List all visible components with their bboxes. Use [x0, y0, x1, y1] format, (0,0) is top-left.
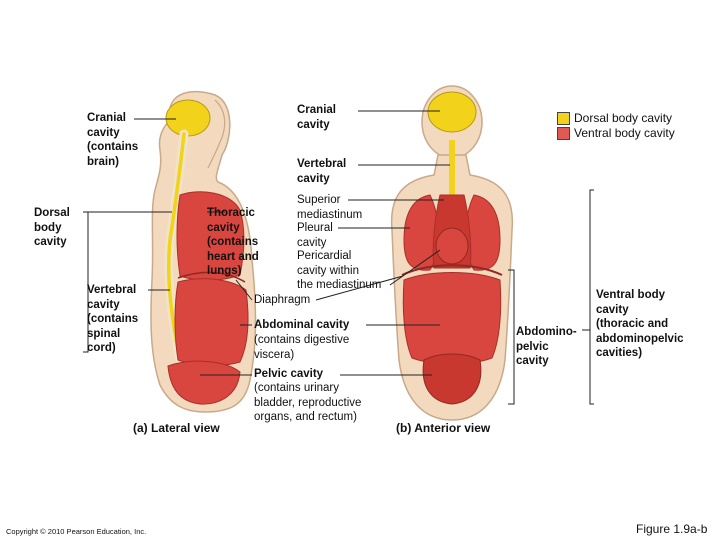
label-pericardial-text: Pericardial cavity within the mediastinu… — [297, 250, 382, 291]
leader-ventral-body — [589, 189, 594, 405]
leader-diaphragm-lat — [235, 279, 253, 301]
label-abdominal-cavity: Abdominal cavity — [254, 318, 349, 333]
copyright-text: Copyright © 2010 Pearson Education, Inc. — [6, 527, 147, 536]
label-abdominal-desc-text: (contains digestive viscera) — [254, 334, 350, 361]
anterior-pelvic-cavity — [422, 353, 482, 405]
label-cranial-anterior-text: Cranial cavity — [297, 104, 336, 131]
legend-swatch-ventral — [557, 126, 570, 140]
label-dorsal-body-cavity: Dorsal body cavity — [34, 206, 70, 250]
caption-lateral-view-text: (a) Lateral view — [133, 421, 220, 435]
anterior-view-figure — [390, 85, 514, 421]
label-cranial-anterior: Cranial cavity — [297, 103, 336, 132]
legend-item-dorsal: Dorsal body cavity — [557, 111, 672, 125]
legend-item-ventral: Ventral body cavity — [557, 126, 675, 140]
lateral-face-profile — [207, 99, 226, 169]
label-ventral-body-cavity: Ventral body cavity (thoracic and abdomi… — [596, 288, 684, 361]
label-pelvic-desc-text: (contains urinary bladder, reproductive … — [254, 382, 362, 423]
label-abdominopelvic-text: Abdomino- pelvic cavity — [516, 326, 577, 367]
lateral-pelvic-cavity — [167, 360, 241, 405]
label-superior-mediastinum-text: Superior mediastinum — [297, 194, 363, 221]
leader-diaphragm — [315, 275, 404, 301]
anterior-spinal-cord — [449, 140, 455, 200]
label-vertebral-lateral: Vertebral cavity (contains spinal cord) — [87, 283, 138, 356]
anterior-abdominal-cavity — [402, 272, 502, 365]
figure-number-text: Figure 1.9a-b — [636, 522, 708, 536]
label-abdominal-description: (contains digestive viscera) — [254, 333, 349, 362]
figure-number: Figure 1.9a-b — [636, 522, 707, 537]
lateral-diaphragm — [177, 271, 246, 283]
label-vertebral-anterior: Vertebral cavity — [297, 157, 346, 186]
label-thoracic-text: Thoracic cavity (contains heart and lung… — [207, 207, 259, 277]
leader-lines — [83, 110, 594, 405]
leader-pericardial — [389, 249, 441, 286]
label-pleural-text: Pleural cavity — [297, 222, 333, 249]
caption-anterior-view-text: (b) Anterior view — [396, 421, 491, 435]
label-pelvic-title: Pelvic cavity — [254, 368, 324, 380]
label-vertebral-anterior-text: Vertebral cavity — [297, 158, 347, 185]
legend-swatch-dorsal — [557, 111, 570, 125]
label-dorsal-body-text: Dorsal body cavity — [34, 207, 70, 248]
label-superior-mediastinum: Superior mediastinum — [297, 193, 362, 222]
label-diaphragm-text: Diaphragm — [254, 294, 311, 306]
label-vertebral-lateral-text: Vertebral cavity (contains spinal cord) — [87, 284, 139, 354]
lateral-abdominal-cavity — [174, 278, 249, 367]
caption-anterior-view: (b) Anterior view — [396, 421, 490, 436]
lateral-view-figure — [150, 90, 257, 413]
lateral-spinal-cord-yellow — [167, 132, 186, 362]
label-pelvic-cavity: Pelvic cavity — [254, 367, 323, 382]
legend-label-dorsal: Dorsal body cavity — [574, 111, 673, 125]
anterior-heart — [435, 227, 469, 265]
legend-label-ventral: Ventral body cavity — [574, 126, 675, 140]
caption-lateral-view: (a) Lateral view — [133, 421, 220, 436]
anterior-brain — [427, 91, 477, 133]
label-cranial-lateral: Cranial cavity (contains brain) — [87, 111, 138, 169]
label-diaphragm: Diaphragm — [254, 293, 310, 308]
label-ventral-body-text: Ventral body cavity (thoracic and abdomi… — [596, 289, 684, 359]
label-pleural-cavity: Pleural cavity — [297, 221, 333, 250]
label-abdominopelvic-cavity: Abdomino- pelvic cavity — [516, 325, 577, 369]
leader-abdominopelvic — [508, 269, 515, 405]
anterior-diaphragm — [401, 264, 503, 276]
leader-dorsal-body — [83, 211, 89, 353]
copyright-notice: Copyright © 2010 Pearson Education, Inc. — [6, 527, 146, 536]
label-cranial-lateral-text: Cranial cavity (contains brain) — [87, 112, 139, 168]
label-thoracic-cavity: Thoracic cavity (contains heart and lung… — [207, 206, 259, 279]
lateral-thoracic-cavity — [176, 191, 245, 281]
label-pericardial-cavity: Pericardial cavity within the mediastinu… — [297, 249, 381, 293]
label-abdominal-title: Abdominal cavity — [254, 319, 350, 331]
label-pelvic-description: (contains urinary bladder, reproductive … — [254, 381, 361, 425]
lateral-brain — [165, 99, 211, 137]
